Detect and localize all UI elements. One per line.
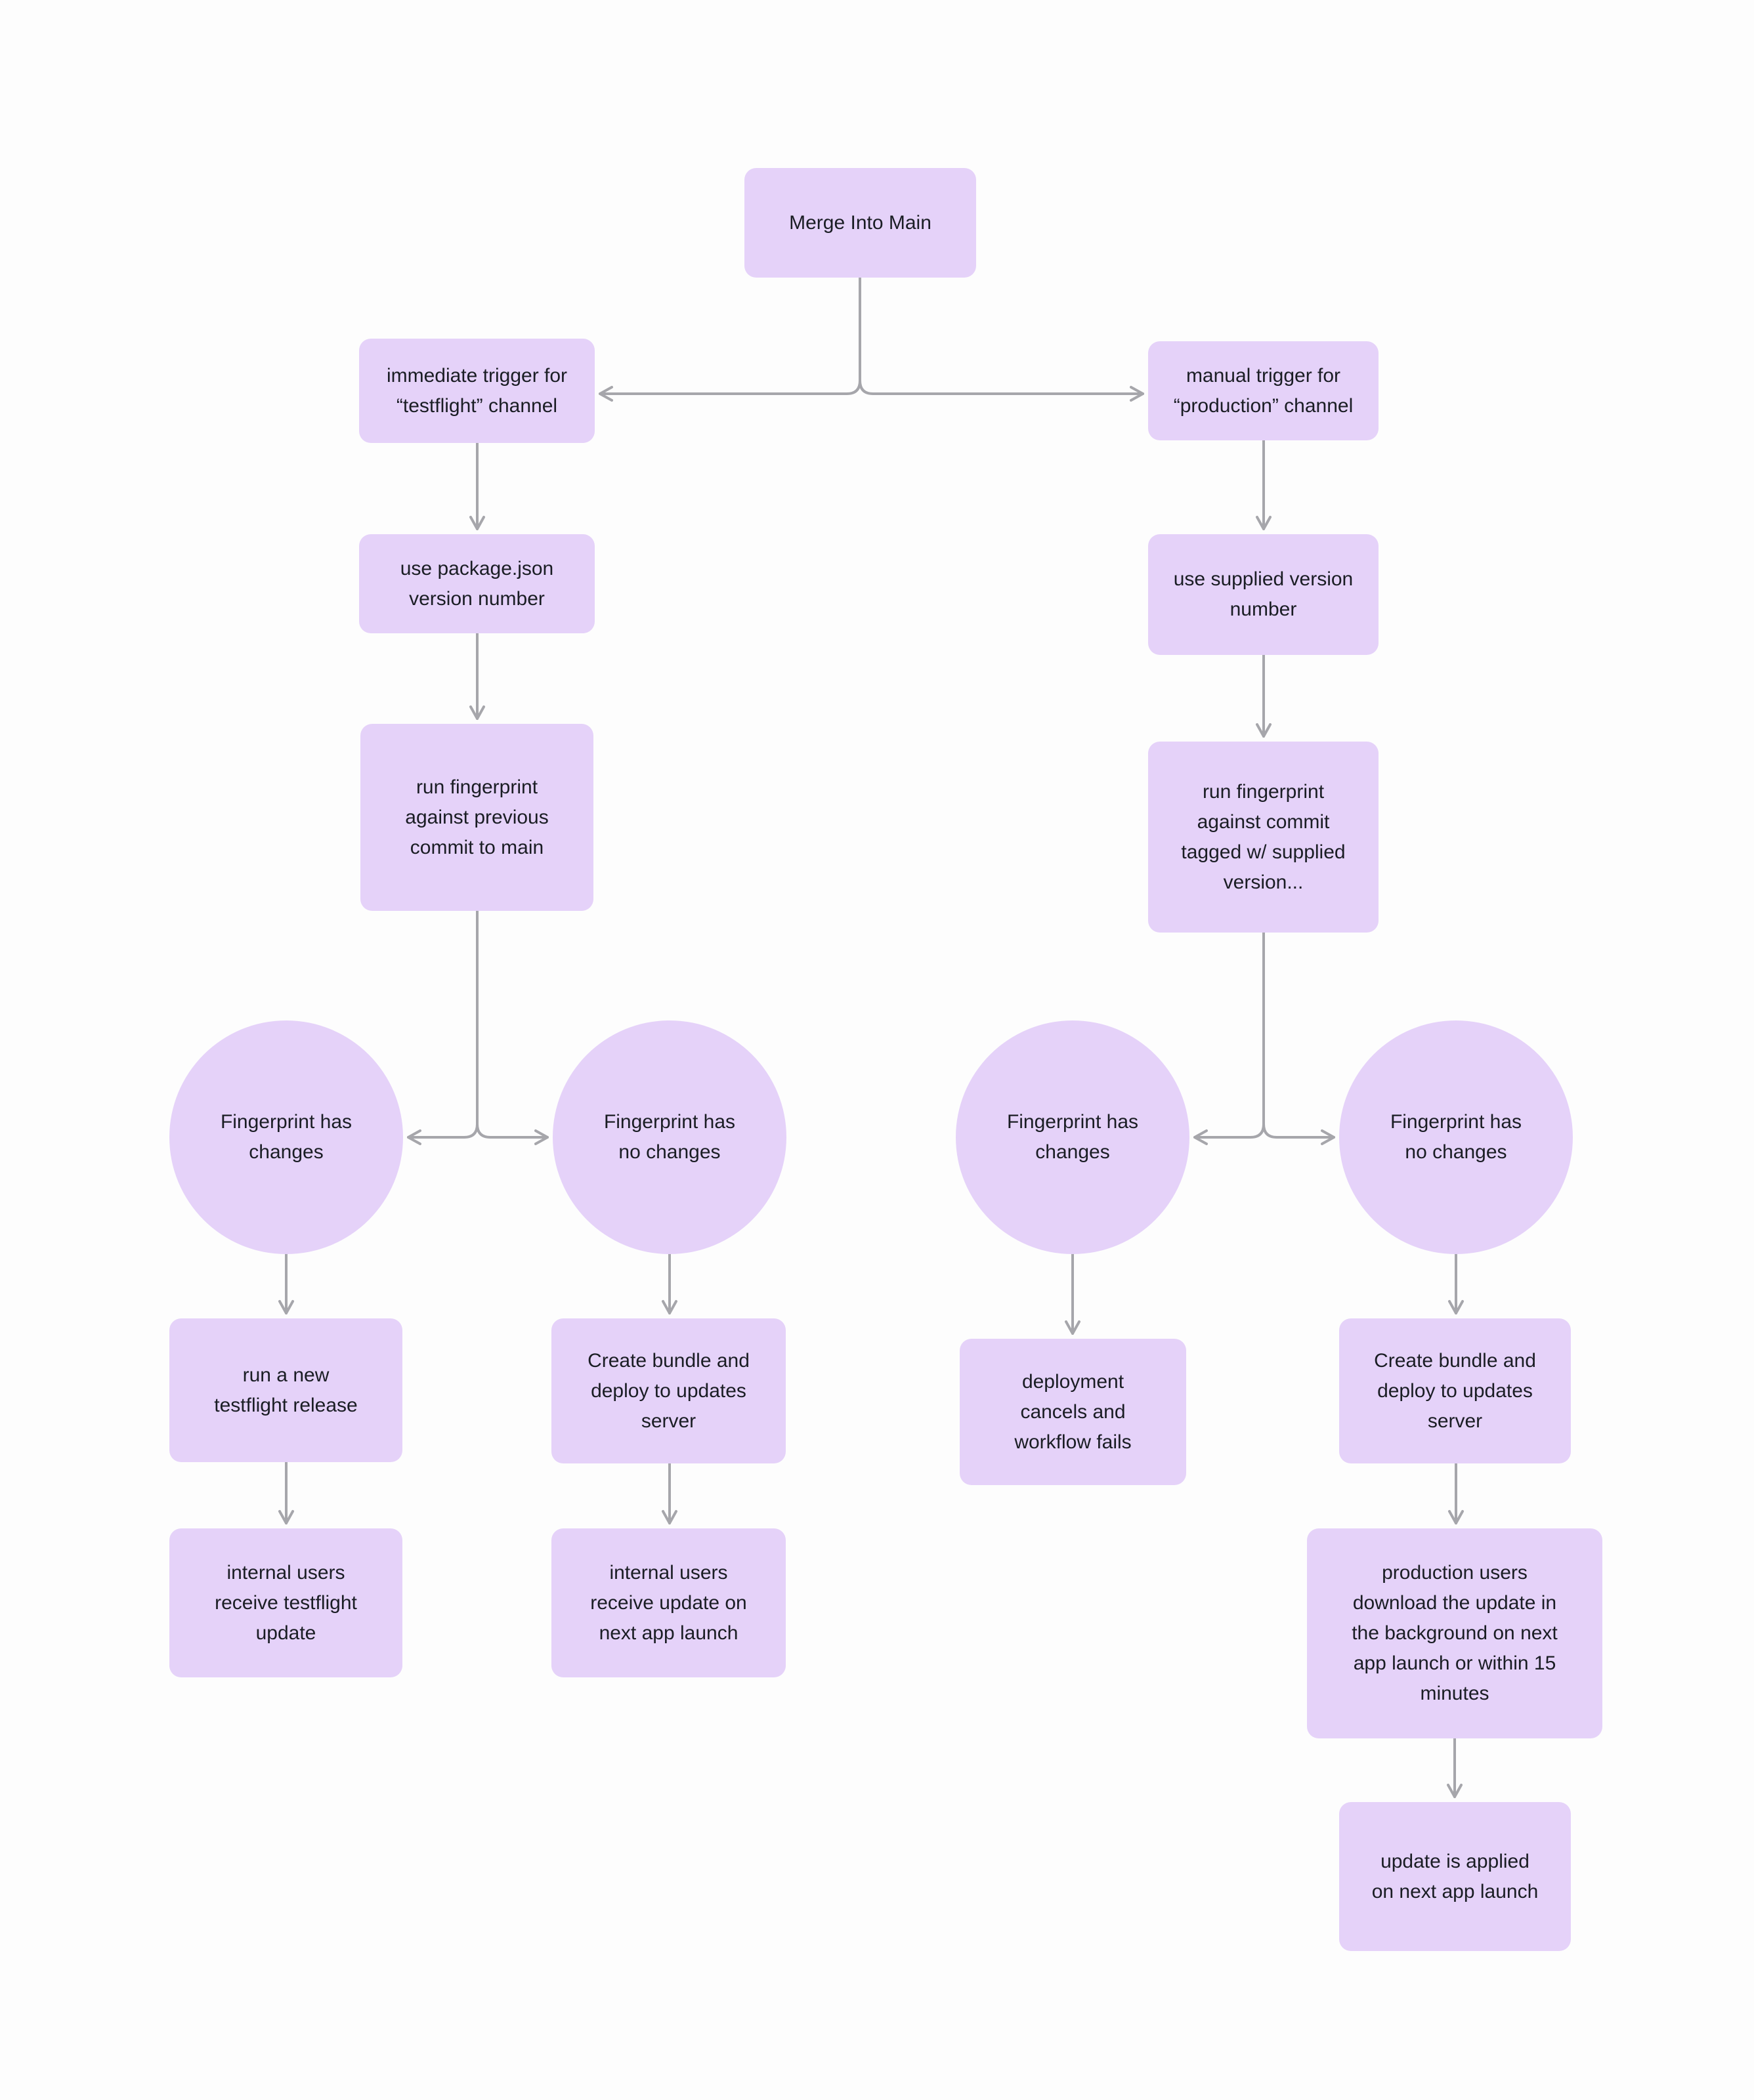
node-tf-fingerprint-changes-label: Fingerprint has changes bbox=[220, 1111, 353, 1163]
node-prod-applied-label: update is applied on next app launch bbox=[1371, 1850, 1539, 1902]
node-testflight-release[interactable]: run a new testflight release bbox=[169, 1318, 402, 1462]
connector-fingerprint-previous-to-tf-changes bbox=[407, 910, 479, 1145]
connector-fingerprint-previous-to-tf-no-changes bbox=[476, 910, 549, 1145]
node-deployment-cancels[interactable]: deployment cancels and workflow fails bbox=[960, 1339, 1186, 1485]
connector-merge-to-testflight-trigger bbox=[599, 276, 861, 402]
connector-fingerprint-tagged-to-prod-changes bbox=[1193, 931, 1265, 1145]
node-tf-internal-update[interactable]: internal users receive testflight update bbox=[169, 1528, 402, 1677]
connector-fingerprint-tagged-to-prod-no-changes bbox=[1262, 931, 1335, 1145]
connector-merge-to-production-trigger bbox=[859, 276, 1144, 402]
node-tf-fingerprint-no-changes-label: Fingerprint has no changes bbox=[603, 1111, 736, 1163]
node-prod-bundle-deploy[interactable]: Create bundle and deploy to updates serv… bbox=[1339, 1318, 1571, 1463]
node-prod-download-label: production users download the update in … bbox=[1352, 1562, 1558, 1704]
node-fingerprint-tagged-label: run fingerprint against commit tagged w/… bbox=[1181, 780, 1346, 893]
node-testflight-trigger-label: immediate trigger for “testflight” chann… bbox=[386, 364, 568, 417]
node-tf-bundle-deploy[interactable]: Create bundle and deploy to updates serv… bbox=[551, 1318, 786, 1463]
node-package-version-label: use package.json version number bbox=[400, 557, 554, 610]
node-tf-bundle-deploy-label: Create bundle and deploy to updates serv… bbox=[588, 1349, 750, 1432]
node-prod-fingerprint-changes-label: Fingerprint has changes bbox=[1006, 1111, 1139, 1163]
node-production-trigger[interactable]: manual trigger for “production” channel bbox=[1148, 341, 1379, 440]
node-production-trigger-label: manual trigger for “production” channel bbox=[1173, 364, 1354, 417]
node-testflight-trigger[interactable]: immediate trigger for “testflight” chann… bbox=[359, 339, 595, 443]
node-fingerprint-tagged[interactable]: run fingerprint against commit tagged w/… bbox=[1148, 742, 1379, 933]
node-fingerprint-previous[interactable]: run fingerprint against previous commit … bbox=[360, 724, 593, 911]
node-prod-fingerprint-no-changes-label: Fingerprint has no changes bbox=[1390, 1111, 1522, 1163]
node-supplied-version-label: use supplied version number bbox=[1173, 568, 1354, 620]
node-tf-fingerprint-changes[interactable]: Fingerprint has changes bbox=[169, 1020, 403, 1254]
node-prod-bundle-deploy-label: Create bundle and deploy to updates serv… bbox=[1374, 1349, 1536, 1432]
node-prod-fingerprint-no-changes[interactable]: Fingerprint has no changes bbox=[1339, 1020, 1573, 1254]
node-tf-internal-launch-label: internal users receive update on next ap… bbox=[590, 1561, 747, 1644]
node-tf-fingerprint-no-changes[interactable]: Fingerprint has no changes bbox=[553, 1020, 786, 1254]
node-package-version[interactable]: use package.json version number bbox=[359, 534, 595, 633]
node-fingerprint-previous-label: run fingerprint against previous commit … bbox=[405, 776, 549, 858]
node-merge-into-main-label: Merge Into Main bbox=[789, 211, 931, 234]
node-tf-internal-update-label: internal users receive testflight update bbox=[215, 1561, 357, 1644]
node-prod-fingerprint-changes[interactable]: Fingerprint has changes bbox=[956, 1020, 1189, 1254]
node-deployment-cancels-label: deployment cancels and workflow fails bbox=[1014, 1370, 1132, 1453]
node-testflight-release-label: run a new testflight release bbox=[214, 1364, 358, 1416]
node-merge-into-main[interactable]: Merge Into Main bbox=[744, 168, 976, 278]
node-supplied-version[interactable]: use supplied version number bbox=[1148, 534, 1379, 655]
node-prod-applied[interactable]: update is applied on next app launch bbox=[1339, 1802, 1571, 1951]
node-tf-internal-launch[interactable]: internal users receive update on next ap… bbox=[551, 1528, 786, 1677]
node-prod-download[interactable]: production users download the update in … bbox=[1307, 1528, 1602, 1738]
